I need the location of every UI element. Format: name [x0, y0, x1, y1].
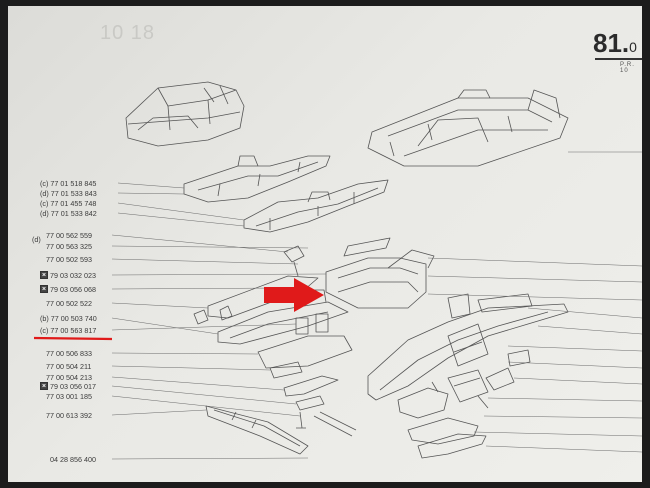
ref-label: 79 03 056 068	[40, 285, 96, 294]
ref-label: (d) 77 01 533 842	[40, 209, 97, 218]
leader-lines	[111, 151, 642, 460]
ref-label: 77 00 562 559	[46, 231, 92, 240]
ref-label: 77 00 502 593	[46, 255, 92, 264]
ref-label: (c) 77 01 455 748	[40, 199, 97, 208]
ref-label: 04 28 856 400	[50, 455, 96, 464]
parts-catalog-page: 10 18 81.0 P.R. 10 (c) 77 01 518 845 (d)…	[8, 6, 642, 482]
cross-box-icon	[40, 285, 48, 293]
ref-label: (c) 77 00 563 817	[40, 326, 97, 335]
ref-label: (d)	[32, 235, 41, 244]
side-member-right	[367, 293, 569, 401]
faint-page-number: 10 18	[100, 22, 156, 44]
strike-line	[33, 336, 113, 341]
cross-box-icon	[40, 271, 48, 279]
lower-brackets	[397, 367, 515, 459]
side-member-lower	[243, 179, 389, 233]
ref-label: 79 03 056 017	[40, 382, 96, 391]
ref-label: 77 00 613 392	[46, 411, 92, 420]
ref-label: 77 00 506 833	[46, 349, 92, 358]
cross-box-icon	[40, 382, 48, 390]
page-number-suffix: 0	[629, 39, 637, 55]
crossmember-assembly	[283, 237, 435, 309]
exploded-parts-diagram	[33, 81, 642, 460]
ref-label: 79 03 032 023	[40, 271, 96, 280]
floor-pan-illustration	[367, 89, 569, 167]
ref-label: (c) 77 01 518 845	[40, 179, 97, 188]
ref-label: 77 00 504 211	[46, 362, 92, 371]
ref-label: 77 00 504 213	[46, 373, 92, 382]
side-member-upper	[183, 155, 331, 203]
small-parts	[205, 361, 357, 455]
ref-label: (d) 77 01 533 843	[40, 189, 97, 198]
ref-label: (b) 77 00 503 740	[40, 314, 97, 323]
car-body-illustration	[125, 81, 245, 147]
header-rule	[595, 58, 642, 60]
ref-label: 77 00 563 325	[46, 242, 92, 251]
ref-label: 77 03 001 185	[46, 392, 92, 401]
arrow-right-icon	[264, 278, 324, 312]
ref-label: 77 00 502 522	[46, 299, 92, 308]
page-sub-label: P.R. 10	[620, 62, 635, 74]
page-number: 81.0	[593, 28, 637, 58]
